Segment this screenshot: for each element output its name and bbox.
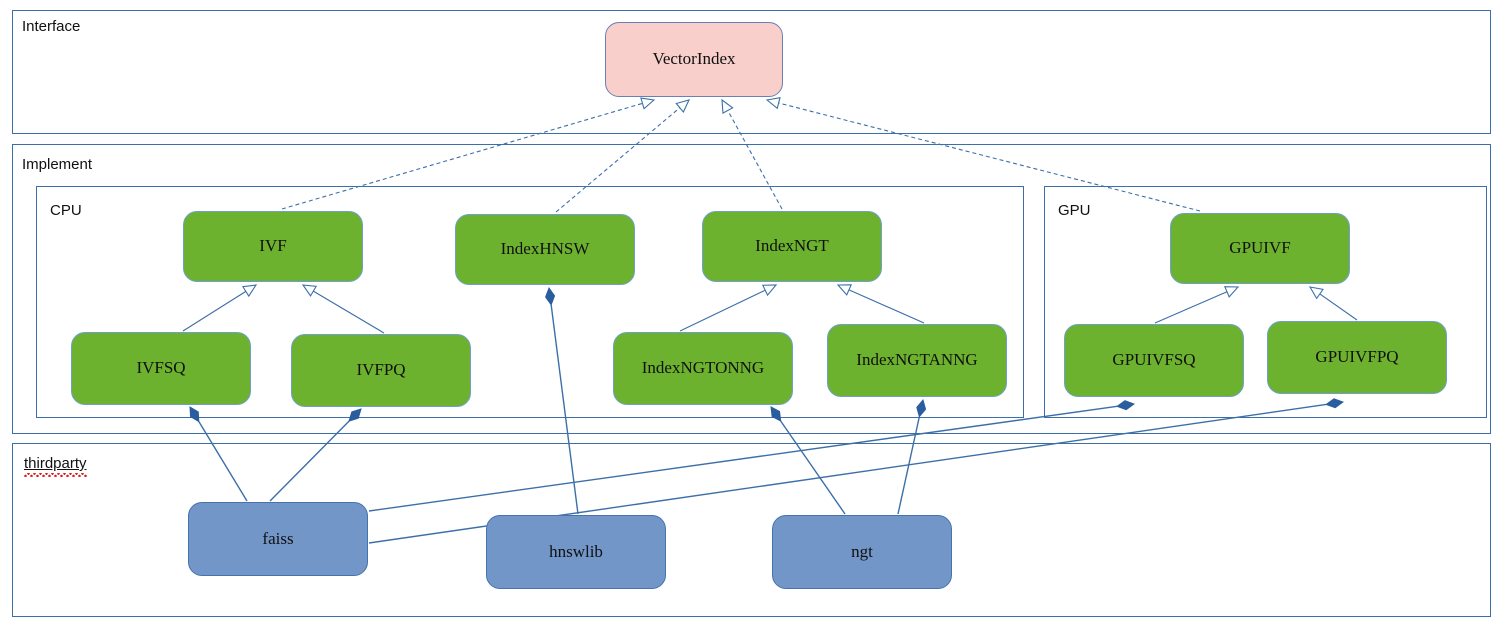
class-node-ivfpq[interactable]: IVFPQ [291,334,471,407]
class-node-indexngtonng[interactable]: IndexNGTONNG [613,332,793,405]
group-box-implement [12,144,1491,434]
edge-ngt-composes-indexngtanng [897,398,927,515]
group-label-gpu: GPU [1058,202,1091,219]
edge-faiss-composes-ivfsq [189,406,248,502]
class-node-indexngtanng[interactable]: IndexNGTANNG [827,324,1007,397]
class-node-label: IndexNGT [755,236,829,256]
group-label-cpu: CPU [50,202,82,219]
class-node-label: IVF [259,236,287,256]
class-node-label: IndexHNSW [500,239,590,259]
class-node-ivfsq[interactable]: IVFSQ [71,332,251,405]
group-box-thirdparty [12,443,1491,617]
class-node-label: faiss [262,528,294,548]
class-node-label: VectorIndex [652,49,736,69]
edge-faiss-composes-gpuivfsq [368,400,1136,512]
class-node-hnswlib[interactable]: hnswlib [486,515,666,589]
group-label-implement: Implement [22,156,93,173]
edge-indexngtanng-extends-indexngt [836,284,925,324]
class-node-ivf[interactable]: IVF [183,211,363,282]
class-node-label: GPUIVF [1229,238,1291,258]
class-node-label: IVFSQ [136,358,186,378]
class-node-indexhnsw[interactable]: IndexHNSW [455,214,635,285]
class-node-gpuivf[interactable]: GPUIVF [1170,213,1350,284]
class-node-label: IVFPQ [356,360,406,380]
group-label-thirdparty: thirdparty [24,455,87,477]
class-node-label: IndexNGTONNG [641,358,765,378]
class-node-label: ngt [851,541,873,561]
edge-ivf-realizes-vectorindex [281,97,656,210]
class-node-gpuivfsq[interactable]: GPUIVFSQ [1064,324,1244,397]
edge-indexngtonng-extends-indexngt [679,284,778,332]
class-node-indexngt[interactable]: IndexNGT [702,211,882,282]
edge-gpuivfsq-extends-gpuivf [1154,286,1240,324]
group-box-interface [12,10,1491,134]
edge-ivfpq-extends-ivf [301,284,385,334]
spellcheck-squiggle-icon [24,473,87,477]
edge-gpuivf-realizes-vectorindex [765,96,1201,212]
class-node-faiss[interactable]: faiss [188,502,368,576]
edge-ngt-composes-indexngtonng [770,406,846,515]
class-node-label: GPUIVFSQ [1112,350,1196,370]
group-box-cpu [36,186,1024,418]
edge-ivfsq-extends-ivf [182,284,258,332]
class-node-vectorindex[interactable]: VectorIndex [605,22,783,97]
class-node-ngt[interactable]: ngt [772,515,952,589]
class-node-label: hnswlib [549,541,603,561]
edge-gpuivfpq-extends-gpuivf [1308,286,1358,321]
group-label-interface: Interface [22,18,81,35]
edge-indexngt-realizes-vectorindex [721,98,783,210]
edge-hnswlib-composes-indexhnsw [545,286,579,515]
group-box-gpu [1044,186,1487,418]
class-node-label: IndexNGTANNG [856,350,978,370]
edge-indexhnsw-realizes-vectorindex [555,99,691,213]
class-node-label: GPUIVFPQ [1315,347,1399,367]
edge-faiss-composes-ivfpq [269,408,362,502]
class-node-gpuivfpq[interactable]: GPUIVFPQ [1267,321,1447,394]
